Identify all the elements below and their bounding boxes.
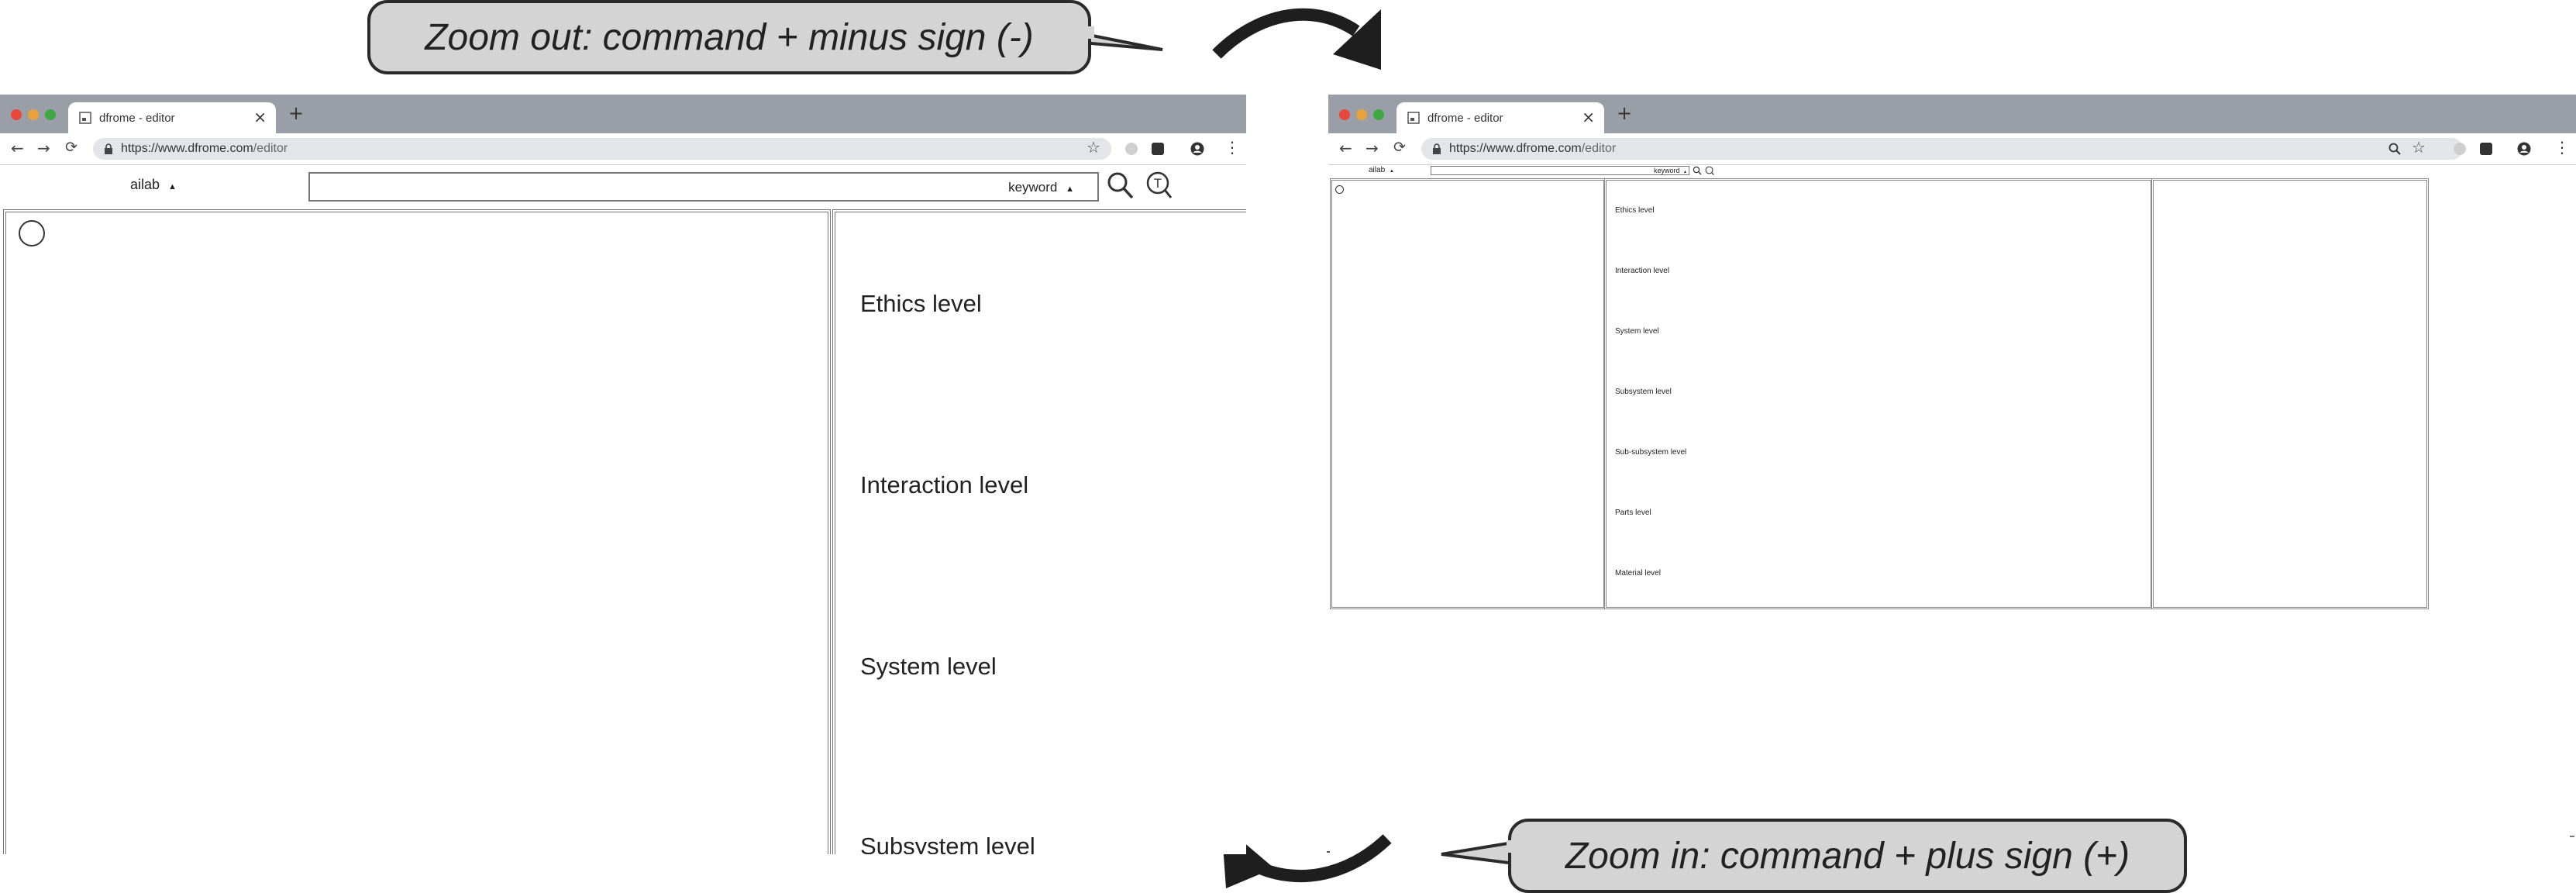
forward-icon[interactable]: → <box>37 139 50 157</box>
extension-qr-icon[interactable] <box>2480 143 2492 155</box>
workspace-selector[interactable]: ailab ▲ <box>1369 166 1394 174</box>
level-label-system: System level <box>1615 327 1659 336</box>
canvas-node-circle[interactable] <box>1335 185 1344 194</box>
minimize-window-dot[interactable] <box>28 109 39 120</box>
curved-arrow-right-icon <box>1212 8 1381 70</box>
level-label-ethics: Ethics level <box>1615 206 1655 215</box>
text-search-icon[interactable]: T <box>1145 171 1173 200</box>
zoom-out-callout: Zoom out: command + minus sign (-) <box>367 0 1091 74</box>
canvas-panel[interactable] <box>1330 178 1606 609</box>
browser-menu-icon[interactable]: ⋮ <box>1224 138 1240 157</box>
browser-window-zoomed-in: dfrome - editor × + ← → ⟳ https://www.df… <box>0 95 1246 854</box>
level-label-sub-subsystem: Sub-subsystem level <box>1615 448 1687 457</box>
stray-mark-right <box>2570 836 2574 837</box>
search-icon[interactable] <box>1107 171 1135 200</box>
levels-panel <box>1604 178 2153 609</box>
workspace-label: ailab <box>130 177 160 192</box>
new-tab-button[interactable]: + <box>1617 102 1633 124</box>
workspace-arrow-icon: ▲ <box>168 182 177 191</box>
keyword-dropdown[interactable]: keyword ▲ <box>1654 167 1687 174</box>
tab-bar: dfrome - editor × + <box>1328 95 2576 133</box>
extension-qr-icon[interactable] <box>1152 143 1164 155</box>
extension-grammar-icon[interactable] <box>2454 143 2466 155</box>
close-window-dot[interactable] <box>11 109 22 120</box>
text-search-icon[interactable] <box>1705 166 1714 175</box>
browser-tab[interactable]: dfrome - editor × <box>68 102 276 133</box>
zoom-out-callout-seam <box>1083 26 1094 39</box>
text-search-letter: T <box>1154 176 1162 191</box>
search-icon[interactable] <box>1693 166 1702 175</box>
level-label-subsystem: Subsystem level <box>860 833 1035 854</box>
keyword-label: keyword <box>1008 180 1058 195</box>
browser-toolbar: ← → ⟳ https://www.dfrome.com/editor ☆ ⋮ <box>1328 133 2576 165</box>
levels-panel <box>832 209 1246 854</box>
level-label-interaction: Interaction level <box>1615 267 1670 275</box>
workspace-arrow-icon: ▲ <box>1389 169 1394 174</box>
forward-icon[interactable]: → <box>1365 139 1379 157</box>
url-host: https://www.dfrome.com <box>1449 142 1582 155</box>
url-host: https://www.dfrome.com <box>121 142 253 155</box>
profile-icon[interactable] <box>1190 142 1204 156</box>
tab-close-icon[interactable]: × <box>253 108 267 126</box>
back-icon[interactable]: ← <box>1339 139 1352 157</box>
back-icon[interactable]: ← <box>11 139 24 157</box>
canvas-node-circle[interactable] <box>19 220 45 247</box>
keyword-dropdown[interactable]: keyword ▲ <box>1008 180 1074 195</box>
address-bar[interactable]: https://www.dfrome.com/editor <box>93 138 1111 160</box>
tab-title: dfrome - editor <box>1427 111 1503 125</box>
keyword-arrow-icon: ▲ <box>1066 184 1074 194</box>
minimize-window-dot[interactable] <box>1356 109 1367 120</box>
browser-menu-icon[interactable]: ⋮ <box>2554 138 2570 157</box>
zoom-indicator-icon[interactable] <box>2388 143 2401 155</box>
url-path: /editor <box>253 142 288 155</box>
zoom-in-callout-text: Zoom in: command + plus sign (+) <box>1565 835 2130 877</box>
bookmark-star-icon[interactable]: ☆ <box>2412 138 2426 157</box>
keyword-label: keyword <box>1654 167 1680 174</box>
extension-grammar-icon[interactable] <box>1125 143 1138 155</box>
tab-bar: dfrome - editor × + <box>0 95 1246 133</box>
level-label-interaction: Interaction level <box>860 471 1029 498</box>
lock-icon <box>1433 143 1441 154</box>
page-favicon-icon <box>1407 112 1420 124</box>
page-favicon-icon <box>79 112 91 124</box>
stray-mark <box>1327 851 1330 853</box>
zoom-in-callout: Zoom in: command + plus sign (+) <box>1508 819 2187 893</box>
level-label-subsystem: Subsystem level <box>1615 388 1672 396</box>
zoom-in-callout-seam <box>1507 840 1517 853</box>
bookmark-star-icon[interactable]: ☆ <box>1087 138 1100 157</box>
browser-toolbar: ← → ⟳ https://www.dfrome.com/editor ☆ ⋮ <box>0 133 1246 165</box>
level-label-material: Material level <box>1615 569 1661 578</box>
close-window-dot[interactable] <box>1339 109 1350 120</box>
details-panel <box>2151 178 2429 609</box>
maximize-window-dot[interactable] <box>1373 109 1384 120</box>
browser-window-zoomed-out: dfrome - editor × + ← → ⟳ https://www.df… <box>1328 95 2576 637</box>
browser-tab[interactable]: dfrome - editor × <box>1396 102 1604 133</box>
keyword-arrow-icon: ▲ <box>1683 170 1687 174</box>
search-input[interactable]: keyword ▲ <box>1431 166 1689 175</box>
workspace-label: ailab <box>1369 166 1386 174</box>
level-label-parts: Parts level <box>1615 509 1651 517</box>
level-label-ethics: Ethics level <box>860 290 982 317</box>
tab-title: dfrome - editor <box>99 111 175 125</box>
maximize-window-dot[interactable] <box>45 109 56 120</box>
new-tab-button[interactable]: + <box>288 102 305 124</box>
profile-icon[interactable] <box>2517 142 2531 156</box>
url-path: /editor <box>1581 142 1617 155</box>
level-label-system: System level <box>860 653 997 680</box>
tab-close-icon[interactable]: × <box>1582 108 1595 126</box>
address-bar[interactable]: https://www.dfrome.com/editor <box>1421 138 2463 160</box>
lock-icon <box>105 143 112 154</box>
workspace-selector[interactable]: ailab ▲ <box>130 177 177 193</box>
reload-icon[interactable]: ⟳ <box>65 139 77 156</box>
search-input[interactable]: keyword ▲ <box>308 172 1099 202</box>
zoom-out-callout-text: Zoom out: command + minus sign (-) <box>425 16 1034 58</box>
canvas-panel[interactable] <box>3 209 831 854</box>
reload-icon[interactable]: ⟳ <box>1393 139 1406 156</box>
